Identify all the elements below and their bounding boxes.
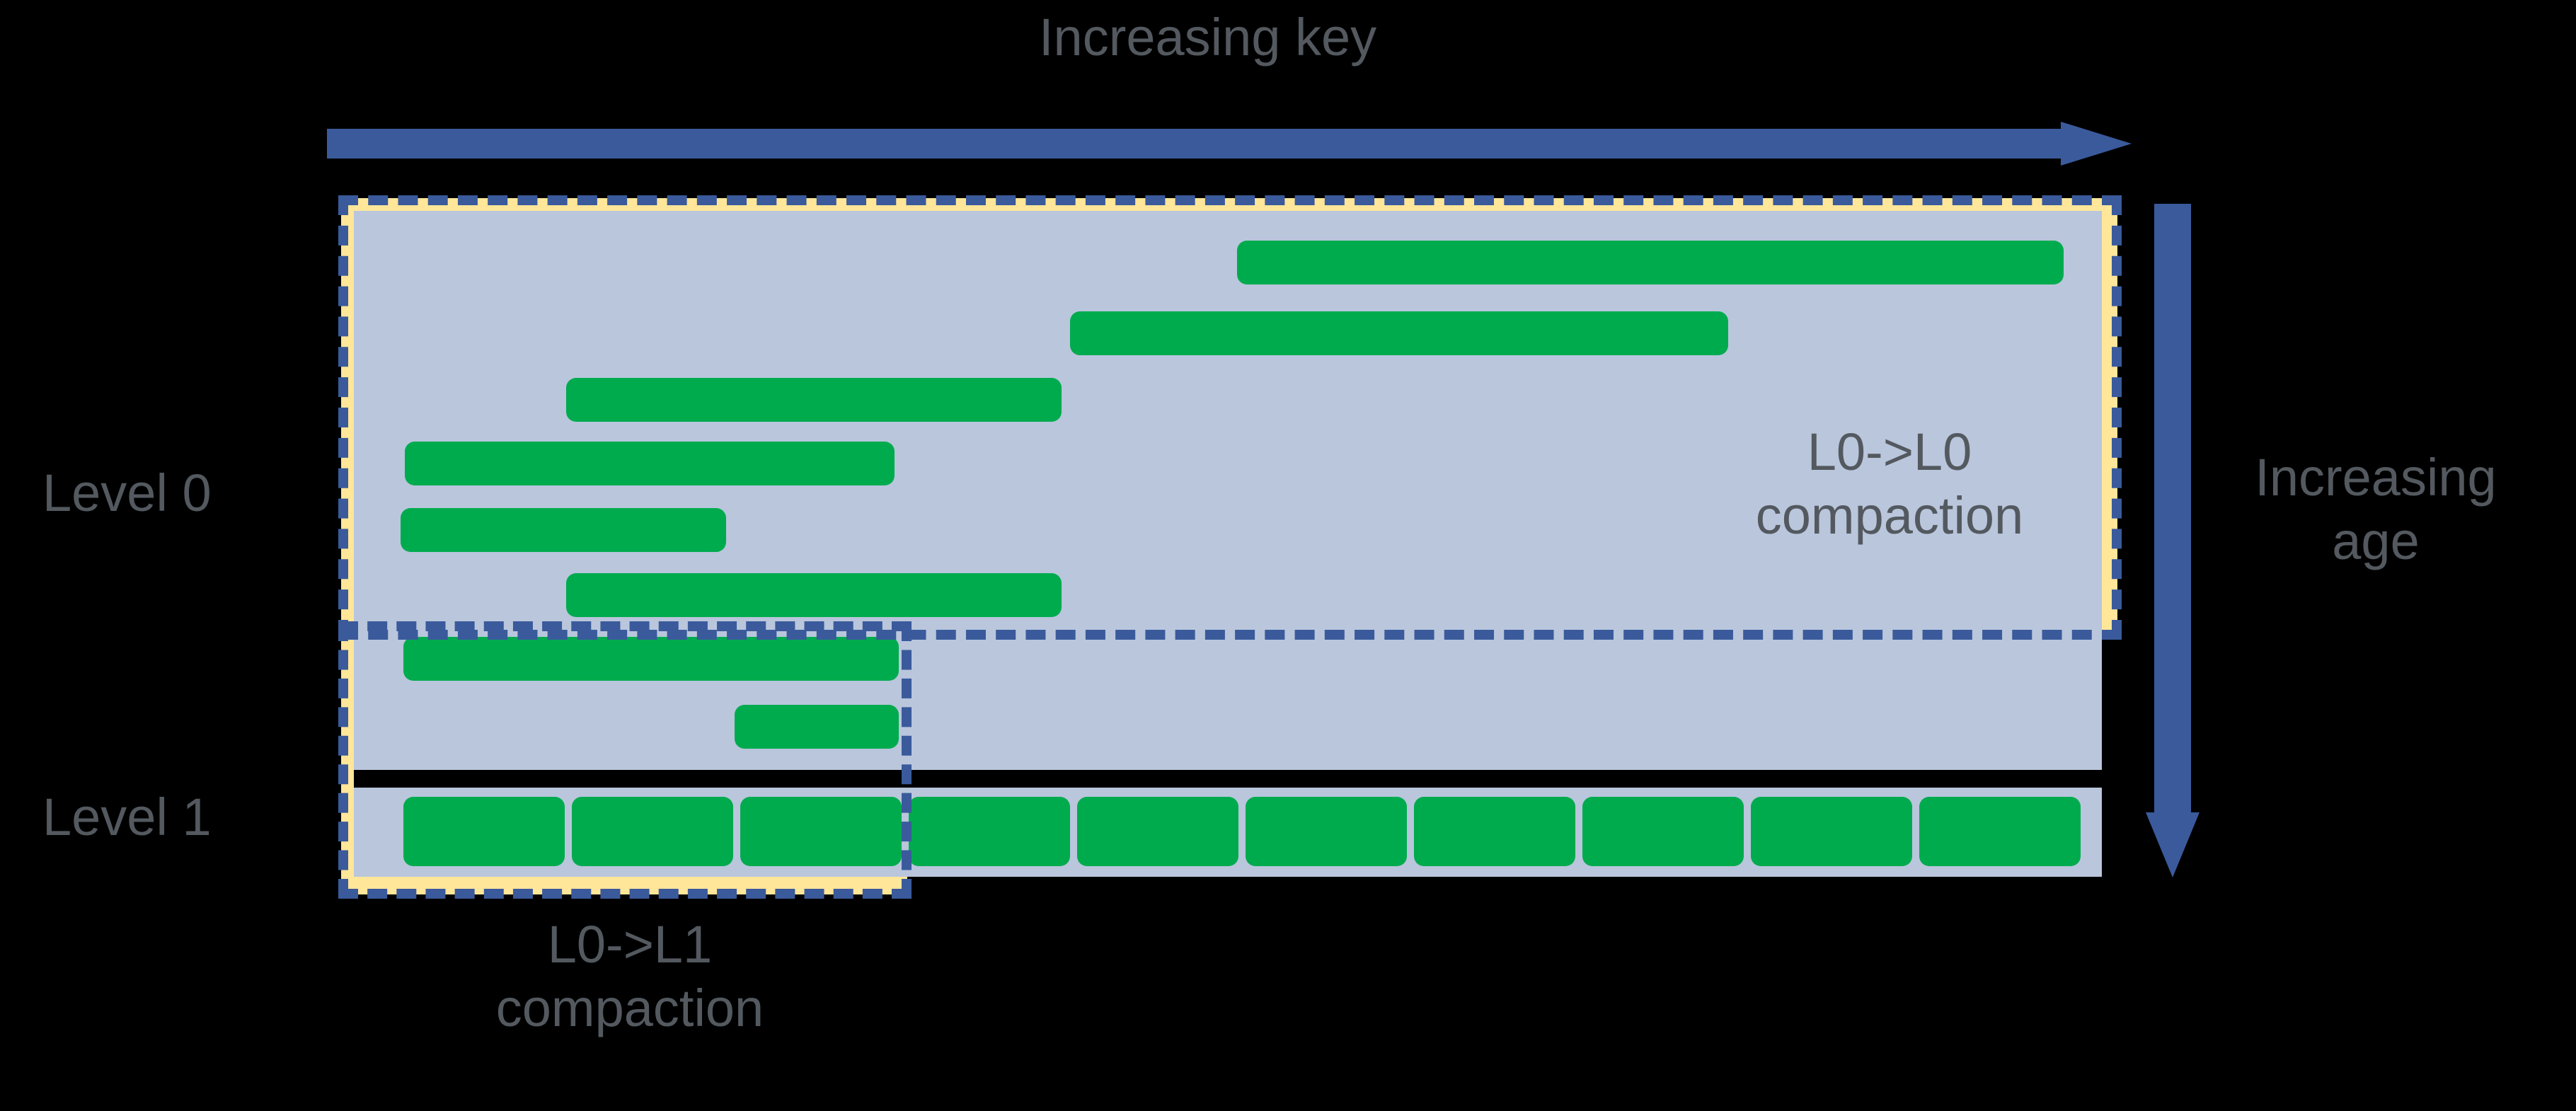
increasing-age-arrow-icon [2146, 204, 2200, 877]
sstable-block-level1 [1919, 797, 2081, 866]
sstable-block-level1 [909, 797, 1070, 866]
sstable-block-level1 [1582, 797, 1744, 866]
sstable-block-level1 [1077, 797, 1238, 866]
sstable-block-level0 [405, 442, 895, 485]
l0l0-line-2: compaction [1755, 486, 2024, 546]
sstable-block-level0 [566, 378, 1062, 422]
l0l1-line-1: L0->L1 [547, 915, 713, 974]
arrow-shaft [327, 129, 2068, 159]
increasing-age-line-2: age [2332, 512, 2420, 571]
sstable-block-level0 [1237, 241, 2064, 284]
level-separator-line [354, 770, 2102, 788]
arrow-shaft [2154, 204, 2191, 819]
increasing-age-line-1: Increasing [2255, 448, 2497, 507]
sstable-block-level0 [566, 573, 1062, 617]
level0-label: Level 0 [42, 464, 212, 522]
l0l1-line-2: compaction [495, 979, 764, 1038]
arrow-head [2061, 122, 2132, 166]
sstable-block-level1 [403, 797, 565, 866]
sstable-block-level0 [401, 508, 726, 552]
l0l0-line-1: L0->L0 [1807, 422, 1972, 481]
sstable-block-level1 [1414, 797, 1575, 866]
sstable-block-level0 [1070, 311, 1728, 355]
sstable-block-level1 [1751, 797, 1912, 866]
level1-label: Level 1 [42, 788, 212, 846]
sstable-block-level1 [572, 797, 733, 866]
sstable-block-level0 [735, 705, 899, 749]
sstable-block-level1 [1246, 797, 1407, 866]
sstable-block-level1 [740, 797, 902, 866]
arrow-head [2146, 812, 2200, 877]
sstable-block-level0 [403, 637, 899, 681]
increasing-key-arrow-icon [327, 122, 2132, 166]
increasing-key-label: Increasing key [1039, 8, 1377, 67]
